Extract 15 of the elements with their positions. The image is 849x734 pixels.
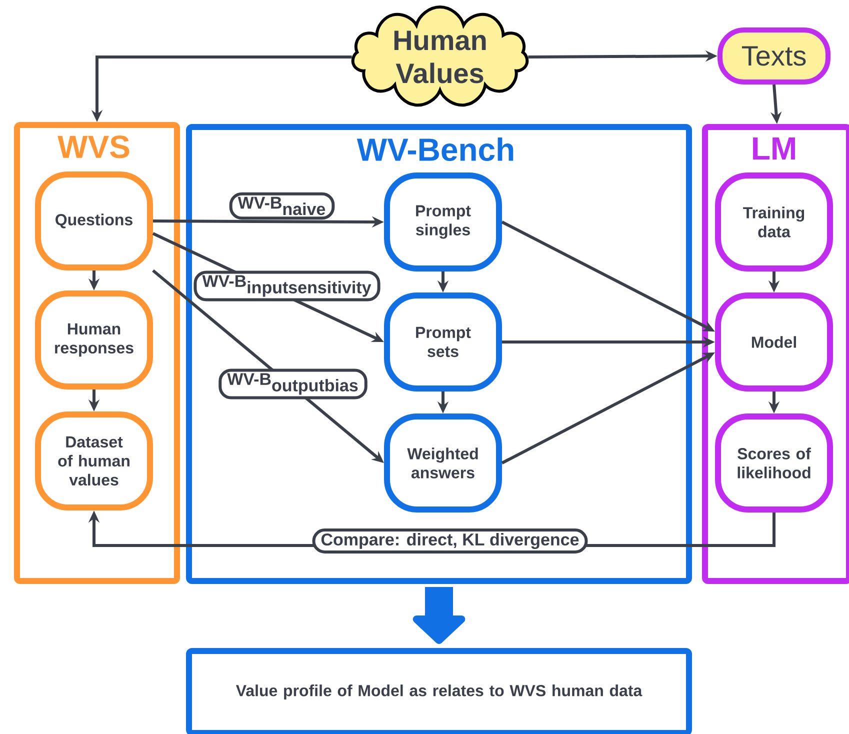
edge-label: $\textbf{WV-B}_{\textbf{outputbias}}$ — [218, 368, 368, 400]
process-box: Scores of likelihood — [715, 414, 833, 512]
process-box: Prompt sets — [384, 292, 502, 392]
process-box: Dataset of human values — [35, 412, 153, 510]
process-box: Human responses — [35, 290, 153, 390]
process-box: Questions — [35, 172, 153, 270]
process-box: Weighted answers — [384, 414, 502, 512]
edge-label: Compare: direct, KL divergence — [312, 528, 588, 554]
edge-label: $\textbf{WV-B}_{\textbf{naive}}$ — [229, 192, 335, 220]
process-box: Prompt singles — [384, 172, 502, 272]
edge-label: $\textbf{WV-B}_{\textbf{inputsensitivity}}$ — [194, 270, 380, 302]
rounded-box: Texts — [718, 28, 830, 84]
process-box: Model — [715, 292, 833, 392]
process-box: Training data — [715, 172, 833, 272]
result-box: Value profile of Model as relates to WVS human data — [186, 648, 692, 734]
